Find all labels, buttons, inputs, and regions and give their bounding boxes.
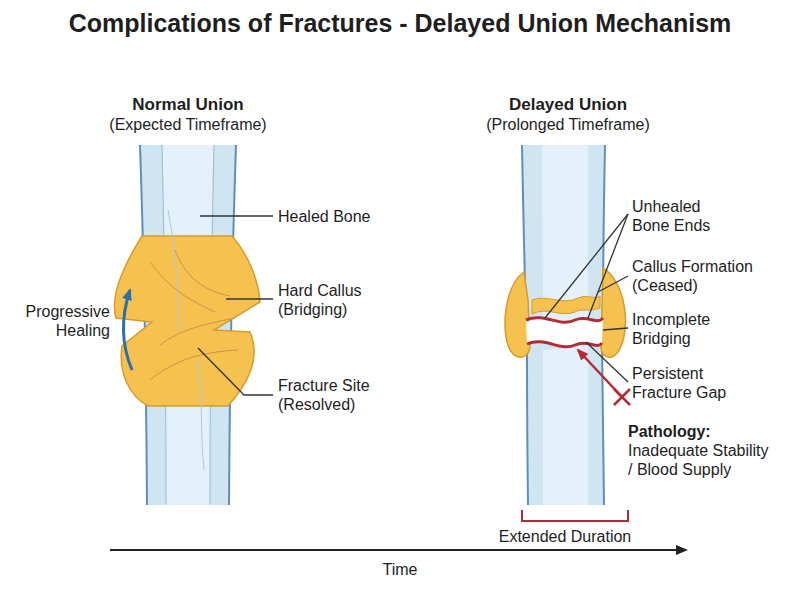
- time-axis: [110, 549, 686, 551]
- part-label: Callus Formation (Ceased): [632, 257, 772, 295]
- healing-arrow: [123, 290, 132, 370]
- fracture-gap: [526, 318, 603, 347]
- leader-line: [598, 276, 628, 292]
- callus-bridge: [532, 296, 600, 314]
- leader-line: [603, 328, 628, 330]
- panel-heading: Delayed Union: [468, 95, 668, 114]
- bone-wall: [522, 145, 605, 505]
- callus-blob: [601, 268, 626, 357]
- pathology-heading: Pathology:: [628, 422, 788, 441]
- duration-bracket: [522, 510, 628, 521]
- part-label: Healed Bone: [278, 207, 428, 226]
- part-label: Fracture Site (Resolved): [278, 376, 398, 414]
- leader-line: [545, 214, 628, 318]
- part-label: Unhealed Bone Ends: [632, 197, 717, 235]
- process-label: Progressive Healing: [10, 302, 110, 340]
- hard-callus: [114, 236, 260, 406]
- callus-blob: [505, 272, 530, 357]
- callus-fibres: [150, 250, 238, 380]
- leader-line: [226, 298, 273, 299]
- part-label: Hard Callus (Bridging): [278, 281, 388, 319]
- unhealed-edge: [526, 318, 603, 323]
- diagram-title: Complications of Fractures - Delayed Uni…: [0, 8, 800, 38]
- panel-subheading: (Prolonged Timeframe): [448, 115, 688, 134]
- panel-heading: Normal Union: [88, 95, 288, 114]
- blocked-mark: [614, 389, 630, 405]
- leader-line: [586, 342, 628, 382]
- medullary-canal: [542, 145, 588, 321]
- medullary-canal: [543, 343, 588, 505]
- bone-wall: [229, 145, 236, 505]
- leader-line: [588, 214, 628, 318]
- bone-wall: [140, 145, 147, 505]
- part-label: Incomplete Bridging: [632, 310, 727, 348]
- axis-label: Time: [350, 560, 450, 579]
- panel-subheading: (Expected Timeframe): [68, 115, 308, 134]
- pathology-note: Inadequate Stability / Blood Supply: [628, 441, 774, 479]
- leader-line: [200, 215, 273, 216]
- healed-trace: [168, 210, 204, 470]
- leader-line: [198, 348, 273, 395]
- blocked-mark: [614, 389, 630, 405]
- part-label: Persistent Fracture Gap: [632, 364, 737, 402]
- duration-label: Extended Duration: [475, 527, 655, 546]
